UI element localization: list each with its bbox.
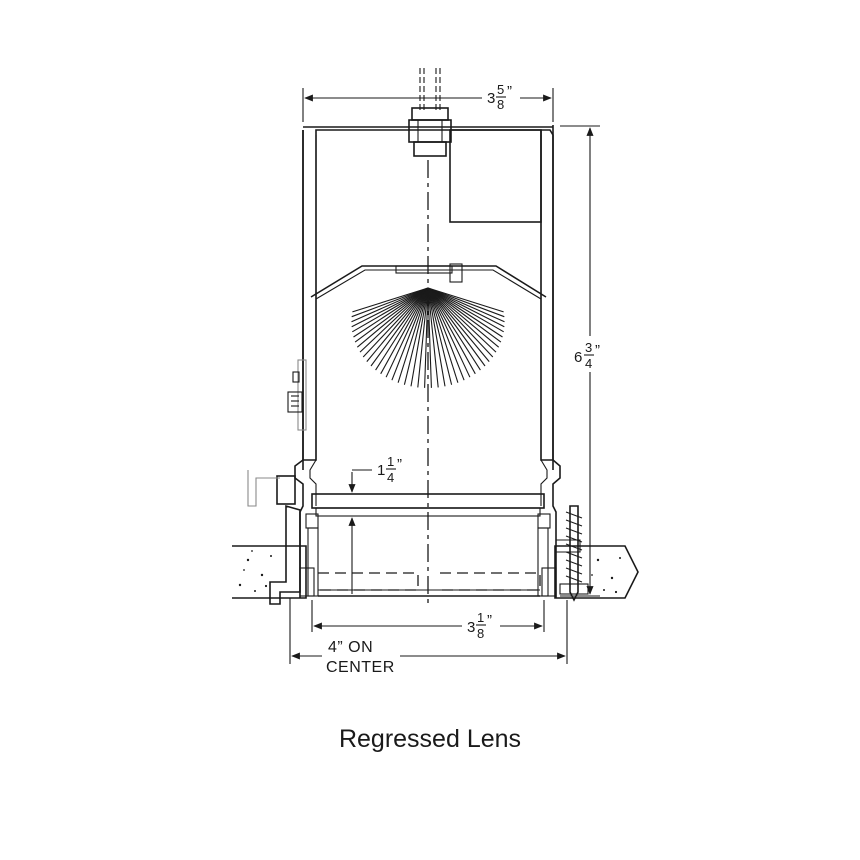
light-ray: [427, 287, 453, 385]
conduit-connector: [408, 68, 452, 157]
dimension-height-mark: ”: [595, 342, 600, 359]
light-ray: [375, 287, 429, 371]
dimension-top-width-den: 8: [497, 97, 504, 112]
dimension-aperture-width-den: 8: [477, 626, 484, 641]
light-ray: [417, 287, 429, 388]
light-ray: [353, 287, 429, 338]
light-ray: [427, 287, 476, 375]
light-ray: [427, 287, 459, 383]
dimension-height-num: 3: [585, 340, 592, 355]
light-ray: [427, 287, 494, 358]
wood-screw: [559, 505, 589, 602]
dimension-aperture-width-whole: 3: [467, 619, 475, 636]
light-ray: [427, 287, 502, 343]
side-clip-left: [287, 359, 307, 431]
light-ray: [427, 287, 505, 328]
light-ray: [351, 287, 429, 323]
dimension-on-center: 4” ON CENTER: [289, 598, 568, 676]
dimension-lens-depth-whole: 1: [377, 462, 385, 479]
dimension-aperture-width-num: 1: [477, 610, 484, 625]
dimension-lens-depth-num: 1: [387, 454, 394, 469]
dimension-top-width-num: 5: [497, 82, 504, 97]
light-ray: [427, 287, 465, 381]
dimension-height: 6 3 4 ”: [560, 125, 600, 597]
light-ray: [356, 287, 429, 348]
dimension-aperture-width-mark: ”: [487, 612, 492, 629]
light-ray: [427, 287, 500, 348]
dimension-lens-depth-den: 4: [387, 470, 394, 485]
light-ray: [427, 287, 471, 378]
light-ray: [351, 287, 429, 318]
light-ray: [427, 287, 497, 353]
on-center-line1: 4” ON: [328, 639, 373, 656]
light-ray: [366, 287, 429, 362]
light-ray: [427, 287, 439, 388]
dimension-height-whole: 6: [574, 349, 582, 366]
trim-right: [537, 459, 581, 598]
light-ray: [352, 287, 429, 333]
light-ray: [403, 287, 429, 385]
light-ray: [427, 287, 505, 318]
light-ray: [352, 287, 429, 313]
dimension-lens-depth: 1 1 4 ”: [348, 454, 402, 594]
light-ray: [427, 287, 481, 371]
ceiling-slab-right: [554, 545, 639, 599]
trim-left: [247, 459, 319, 605]
light-ray: [385, 287, 429, 378]
light-ray: [354, 287, 429, 343]
on-center-line2: CENTER: [326, 659, 395, 676]
light-ray: [427, 287, 504, 333]
light-ray: [362, 287, 429, 358]
dimension-top-width-whole: 3: [487, 90, 495, 107]
driver-box: [449, 129, 542, 223]
light-ray: [391, 287, 429, 381]
drawing-caption: Regressed Lens: [338, 725, 522, 753]
light-ray: [359, 287, 429, 353]
dimension-top-width-mark: ”: [507, 83, 512, 100]
dimension-aperture-width: 3 1 8 ”: [311, 600, 545, 641]
light-ray: [397, 287, 429, 383]
regressed-aperture: [318, 572, 541, 597]
light-ray: [427, 287, 446, 387]
light-ray: [380, 287, 429, 375]
dimension-height-den: 4: [585, 356, 592, 371]
light-ray: [427, 287, 505, 323]
dimension-lens-depth-mark: ”: [397, 456, 402, 473]
light-ray: [427, 287, 490, 362]
light-ray: [410, 287, 429, 387]
light-ray: [351, 287, 429, 328]
lens-frame: [315, 507, 541, 517]
reflector: [310, 263, 547, 300]
light-ray: [427, 287, 504, 313]
light-ray: [427, 287, 503, 338]
dimension-top-width: 3 5 8 ”: [302, 82, 554, 122]
light-ray: [370, 287, 429, 367]
light-ray-fan: [351, 287, 505, 388]
light-ray: [427, 287, 486, 367]
ceiling-slab-left: [232, 545, 307, 599]
